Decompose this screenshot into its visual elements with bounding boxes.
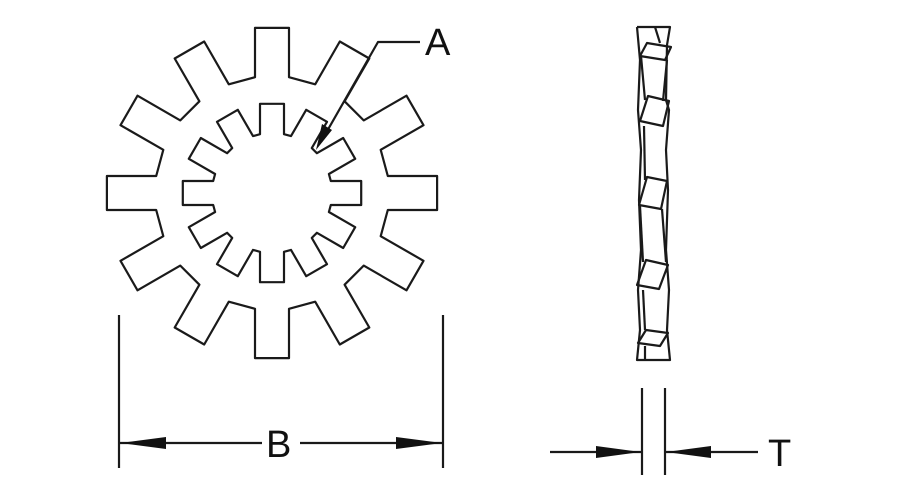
label-a: A (425, 22, 451, 64)
leader-a-arrowhead (316, 124, 332, 150)
leader-a (321, 40, 420, 141)
arrowhead-t-left (596, 446, 641, 458)
arrowhead-t-right (666, 446, 711, 458)
washer-outer-teeth (105, 26, 439, 360)
arrowhead-b-left (120, 437, 166, 449)
washer-side-view (635, 25, 673, 362)
arrowhead-b-right (396, 437, 442, 449)
washer-inner-teeth (181, 102, 363, 284)
label-t: T (768, 433, 791, 475)
label-b: B (266, 424, 291, 466)
